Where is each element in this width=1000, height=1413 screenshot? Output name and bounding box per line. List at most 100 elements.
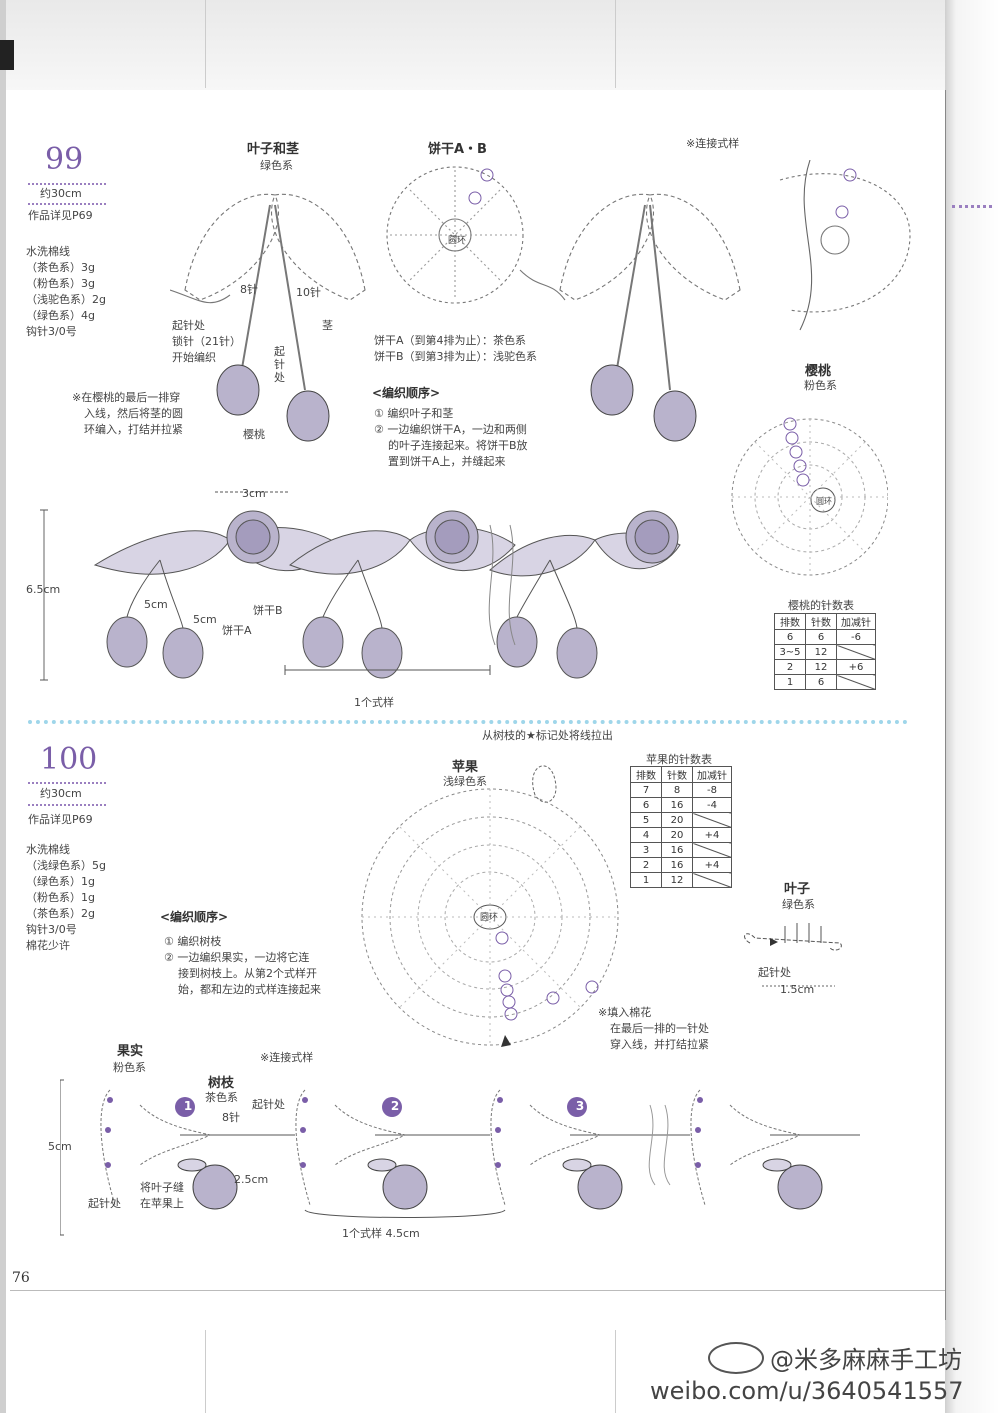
materials-list: 水洗棉线 （浅绿色系）5g （绿色系）1g （粉色系）1g （茶色系）2g 钩针… bbox=[26, 842, 106, 954]
stitch-count-10: 10针 bbox=[296, 286, 321, 299]
leaf-stem-color: 绿色系 bbox=[260, 159, 293, 172]
pattern-size: 约30cm bbox=[40, 187, 82, 200]
divider bbox=[28, 804, 106, 806]
watermark-url: weibo.com/u/3640541557 bbox=[650, 1377, 964, 1405]
stitch-count-8: 8针 bbox=[240, 283, 258, 296]
pattern-number: 100 bbox=[40, 742, 98, 777]
adjacent-page-dots bbox=[952, 205, 992, 208]
material-item: 钩针3/0号 bbox=[26, 923, 77, 936]
step-circle-3: 3 bbox=[575, 1099, 585, 1113]
scan-left-edge bbox=[0, 0, 6, 1413]
crop-line bbox=[205, 1330, 206, 1413]
stem-label: 茎 bbox=[322, 319, 333, 332]
sew-line: 将叶子缝 bbox=[140, 1181, 184, 1194]
dim-2.5cm: 2.5cm bbox=[234, 1173, 269, 1186]
cotton-note: ※填入棉花 在最后一排的一针处 穿入线，并打结拉紧 bbox=[598, 1005, 709, 1053]
order-title: <编织顺序> bbox=[160, 910, 229, 924]
order-step: 始，都和左边的式样连接起来 bbox=[178, 983, 321, 996]
leaf-stem-title: 叶子和茎 bbox=[247, 142, 300, 157]
material-item: （绿色系）4g bbox=[26, 309, 95, 322]
cherry-note: ※在樱桃的最后一排穿 入线，然后将茎的圆 环编入，打结并拉紧 bbox=[72, 390, 183, 438]
leaf-start-label: 起针处 bbox=[758, 966, 791, 979]
biscuit-title: 饼干A・B bbox=[428, 142, 487, 157]
biscuit-a-label: 饼干A bbox=[222, 624, 252, 637]
apple-color: 浅绿色系 bbox=[443, 775, 487, 788]
material-item: （绿色系）1g bbox=[26, 875, 95, 888]
cherry-label: 樱桃 bbox=[243, 428, 265, 441]
order-step: 接到树枝上。从第2个式样开 bbox=[178, 967, 317, 980]
leaf-stitch-chart bbox=[744, 923, 842, 987]
cotton-line: 在最后一排的一针处 bbox=[610, 1022, 709, 1035]
note-line: 入线，然后将茎的圆 bbox=[84, 407, 183, 420]
order-step: ② 一边编织饼干A，一边和两侧 bbox=[374, 423, 527, 436]
order-title: <编织顺序> bbox=[372, 386, 441, 400]
cherry-garland-illustration bbox=[40, 491, 681, 681]
pattern-size: 约30cm bbox=[40, 787, 82, 800]
scan-right-edge bbox=[945, 0, 1000, 1413]
start-label: 起针处 bbox=[252, 1098, 285, 1111]
one-pattern-label: 1个式样 bbox=[354, 696, 394, 709]
footer-rule bbox=[10, 1290, 945, 1291]
order-step: ① 编织树枝 bbox=[164, 935, 222, 948]
page-number: 76 bbox=[12, 1270, 30, 1286]
cherry-table-title: 樱桃的针数表 bbox=[788, 599, 854, 612]
material-item: （粉色系）1g bbox=[26, 891, 95, 904]
materials-list: 水洗棉线 （茶色系）3g （粉色系）3g （浅驼色系）2g （绿色系）4g 钩针… bbox=[26, 244, 106, 340]
material-item: （粉色系）3g bbox=[26, 277, 95, 290]
crop-line bbox=[615, 0, 616, 88]
fruit-color: 粉色系 bbox=[113, 1061, 146, 1074]
order-steps: ① 编织叶子和茎 ② 一边编织饼干A，一边和两侧 的叶子连接起来。将饼干B放 置… bbox=[374, 406, 528, 470]
apple-title: 苹果 bbox=[452, 760, 479, 775]
connect-note: ※连接式样 bbox=[686, 137, 740, 150]
dim-3cm: 3cm bbox=[242, 487, 266, 500]
cotton-line: ※填入棉花 bbox=[598, 1006, 652, 1019]
order-steps: ① 编织树枝 ② 一边编织果实，一边将它连 接到树枝上。从第2个式样开 始，都和… bbox=[164, 934, 321, 998]
scan-top-shadow bbox=[0, 0, 1000, 90]
divider bbox=[28, 183, 106, 185]
divider bbox=[28, 203, 106, 205]
scan-mark bbox=[0, 40, 14, 70]
dim-5cm: 5cm bbox=[193, 613, 217, 626]
material-item: 棉花少许 bbox=[26, 939, 70, 952]
order-step: ② 一边编织果实，一边将它连 bbox=[164, 951, 310, 964]
start-line: 锁针（21针） bbox=[172, 335, 241, 348]
section-separator bbox=[28, 720, 908, 724]
order-step: 的叶子连接起来。将饼干B放 bbox=[388, 439, 528, 452]
apple-table-title: 苹果的针数表 bbox=[646, 753, 712, 766]
pull-thread-note: 从树枝的★标记处将线拉出 bbox=[482, 729, 613, 742]
material-item: 水洗棉线 bbox=[26, 245, 70, 258]
start-point-vertical: 起 针 处 bbox=[274, 345, 285, 384]
dim-6.5cm: 6.5cm bbox=[26, 583, 61, 596]
pattern-ref: 作品详见P69 bbox=[28, 813, 93, 826]
biscuit-b-label: 饼干B bbox=[253, 604, 283, 617]
sew-line: 在苹果上 bbox=[140, 1197, 184, 1210]
ring-label: 圆环 bbox=[480, 913, 499, 923]
step-circle-1: 1 bbox=[183, 1099, 193, 1113]
biscuit-note: 饼干A（到第4排为止）：茶色系 bbox=[374, 334, 527, 347]
start-point-note: 起针处 锁针（21针） 开始编织 bbox=[172, 318, 241, 366]
cherry-chart-title: 樱桃 bbox=[805, 364, 832, 379]
page-right-border bbox=[945, 90, 946, 1320]
watermark-handle: @米多麻麻手工坊 bbox=[770, 1346, 962, 1374]
branch-title: 树枝 bbox=[208, 1076, 235, 1091]
material-item: （浅驼色系）2g bbox=[26, 293, 106, 306]
divider bbox=[28, 782, 106, 784]
material-item: 水洗棉线 bbox=[26, 843, 70, 856]
leaf-biscuit-chart bbox=[170, 160, 911, 442]
pattern-number: 99 bbox=[45, 142, 84, 177]
apple-garland-chart bbox=[60, 1079, 860, 1236]
leaf-color: 绿色系 bbox=[782, 898, 815, 911]
dim-5cm: 5cm bbox=[48, 1140, 72, 1153]
material-item: 钩针3/0号 bbox=[26, 325, 77, 338]
biscuit-note: 饼干B（到第3排为止）：浅驼色系 bbox=[374, 350, 538, 363]
ring-label: 圆环 bbox=[816, 497, 832, 506]
